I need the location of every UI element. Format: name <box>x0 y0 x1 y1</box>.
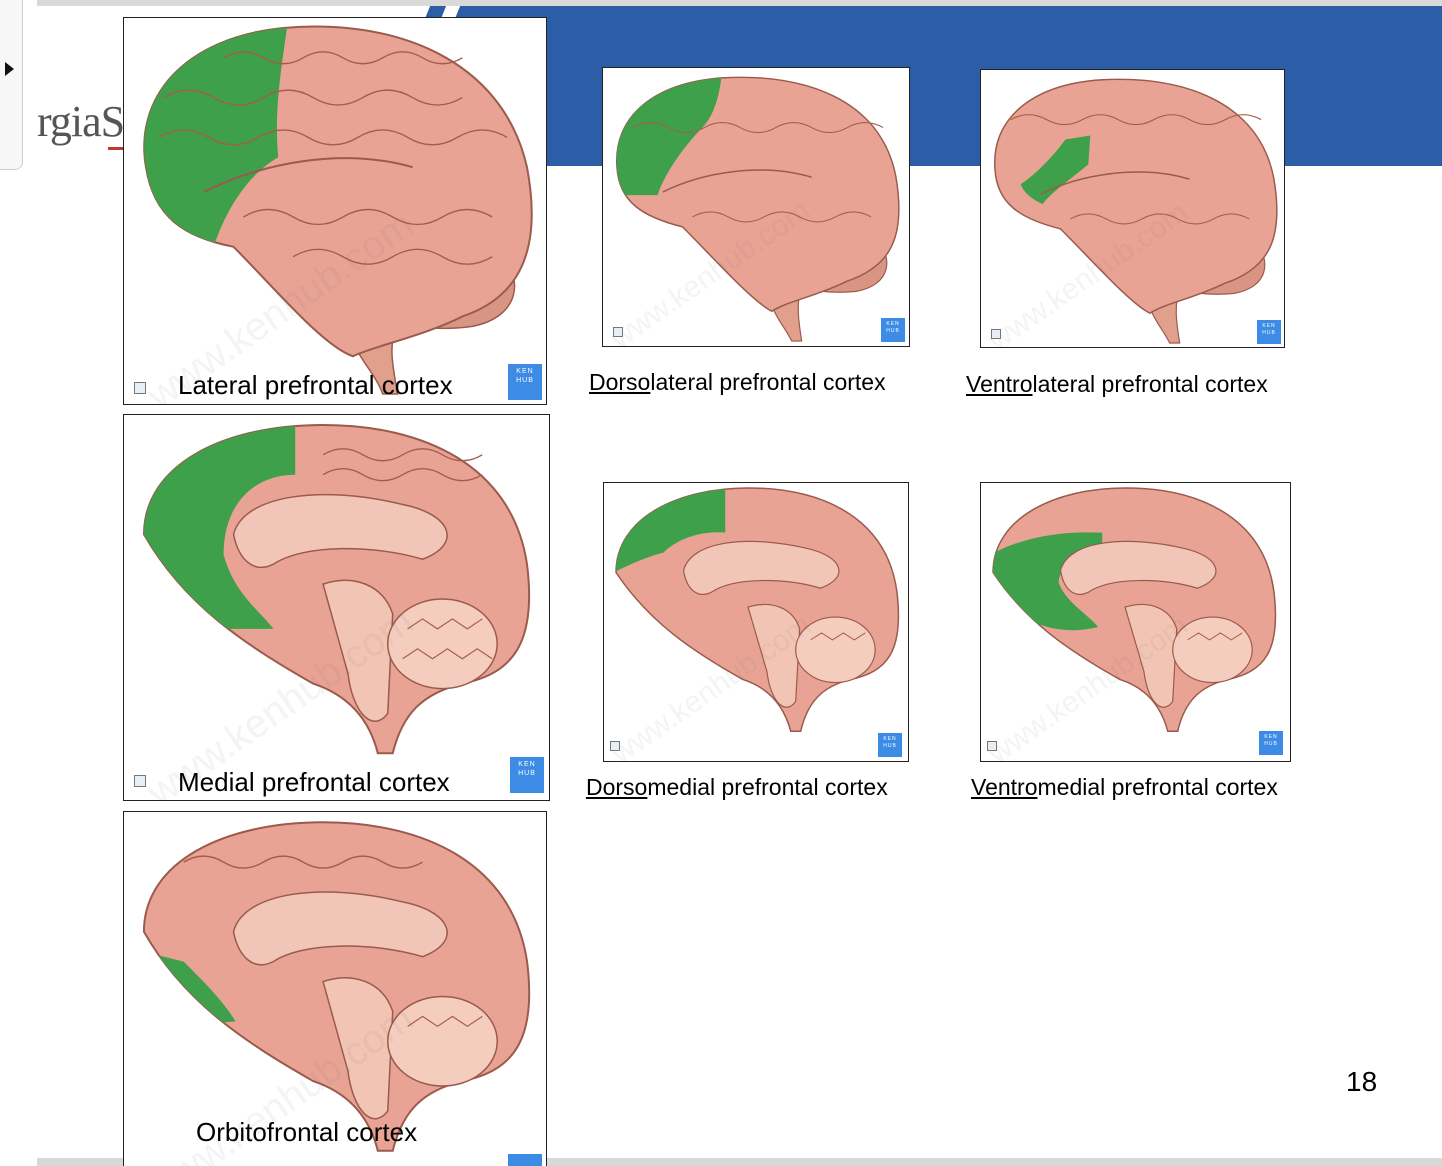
caption-rest: medial prefrontal cortex <box>647 774 888 800</box>
caption-prefix: Ventro <box>971 774 1038 800</box>
ventrolateral-image: www.kenhub.com KEN HUB <box>980 69 1285 348</box>
ventrolateral-caption: Ventrolateral prefrontal cortex <box>966 371 1268 398</box>
kenhub-logo: KEN HUB <box>510 757 544 793</box>
logo-underline <box>108 147 126 150</box>
kenhub-logo: KEN HUB <box>1257 320 1281 344</box>
3d-view-icon[interactable] <box>134 775 146 787</box>
dorsolateral-brain-illustration <box>616 76 900 342</box>
dorsomedial-brain-illustration <box>615 487 900 732</box>
lateral-brain-illustration <box>143 25 533 395</box>
dorsomedial-caption: Dorsomedial prefrontal cortex <box>586 774 888 801</box>
kenhub-logo <box>508 1154 542 1166</box>
3d-view-icon[interactable] <box>613 327 623 337</box>
kenhub-logo: KEN HUB <box>508 364 542 400</box>
kenhub-logo: KEN HUB <box>1259 731 1283 755</box>
3d-view-icon[interactable] <box>991 329 1001 339</box>
caption-prefix: Ventro <box>966 371 1033 397</box>
caption-prefix: Dorso <box>586 774 648 800</box>
dorsomedial-image: www.kenhub.com KEN HUB <box>603 482 909 762</box>
lateral-prefrontal-label: Lateral prefrontal cortex <box>178 370 453 400</box>
medial-brain-illustration <box>143 423 531 755</box>
caption-rest: lateral prefrontal cortex <box>1032 371 1268 397</box>
window-top-strip <box>37 0 1442 6</box>
3d-view-icon[interactable] <box>134 382 146 394</box>
side-panel-toggle[interactable] <box>0 0 23 170</box>
caption-rest: lateral prefrontal cortex <box>650 369 886 395</box>
caption-rest: medial prefrontal cortex <box>1037 774 1278 800</box>
orbitofrontal-brain-illustration <box>142 821 531 1152</box>
window-bottom-strip <box>37 1158 1442 1166</box>
kenhub-logo: KEN HUB <box>881 318 905 342</box>
medial-prefrontal-label: Medial prefrontal cortex <box>178 767 450 797</box>
ventromedial-caption: Ventromedial prefrontal cortex <box>971 774 1278 801</box>
ventromedial-image: www.kenhub.com KEN HUB <box>980 482 1291 762</box>
3d-view-icon[interactable] <box>610 741 620 751</box>
ventromedial-brain-illustration <box>992 487 1277 732</box>
slide-page-number: 18 <box>1346 1066 1378 1097</box>
dorsolateral-caption: Dorsolateral prefrontal cortex <box>589 369 886 396</box>
orbitofrontal-image: www.kenhub.com Orbitofrontal cortex <box>123 811 547 1166</box>
dorsolateral-image: www.kenhub.com KEN HUB <box>602 67 910 347</box>
3d-view-icon[interactable] <box>987 741 997 751</box>
play-icon[interactable] <box>5 62 14 76</box>
logo-text: rgiaS <box>37 97 125 146</box>
kenhub-logo: KEN HUB <box>878 733 902 757</box>
ventrolateral-brain-illustration <box>994 78 1278 344</box>
lateral-prefrontal-image: www.kenhub.com Lateral prefrontal cortex… <box>123 17 547 405</box>
orbitofrontal-label: Orbitofrontal cortex <box>196 1117 418 1147</box>
medial-prefrontal-image: www.kenhub.com Medial prefrontal cortex … <box>123 414 550 801</box>
caption-prefix: Dorso <box>589 369 651 395</box>
